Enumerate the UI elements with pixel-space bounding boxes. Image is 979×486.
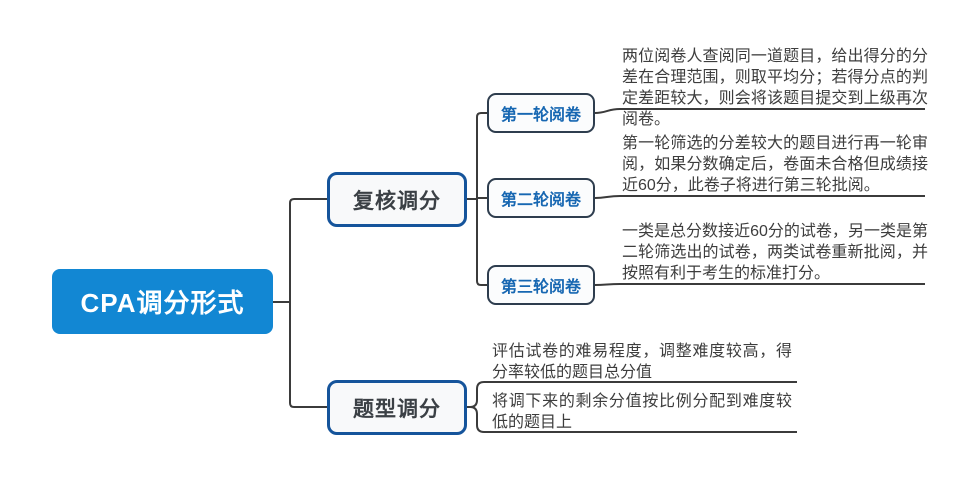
child-node-round3[interactable]: 第三轮阅卷 (487, 265, 595, 305)
note-qtype-description-1[interactable]: 评估试卷的难易程度，调整难度较高，得分率较低的题目总分值 (492, 343, 792, 381)
root-node-cpa-score-adjust[interactable]: CPA调分形式 (52, 269, 273, 334)
note-round1-description[interactable]: 两位阅卷人查阅同一道题目，给出得分的分差在合理范围，则取平均分；若得分点的判定差… (622, 48, 928, 128)
note-qtype-description-2[interactable]: 将调下来的剩余分值按比例分配到难度较低的题目上 (492, 393, 792, 431)
child-node-round2[interactable]: 第二轮阅卷 (487, 178, 595, 218)
connector-note2-underline (594, 195, 925, 199)
connector-review-bracket (476, 112, 487, 286)
connector-note3-underline (594, 283, 925, 286)
branch-node-review-adjust[interactable]: 复核调分 (327, 172, 467, 227)
note-round2-description[interactable]: 第一轮筛选的分差较大的题目进行再一轮审阅，如果分数确定后，卷面未合格但成绩接近6… (622, 135, 928, 194)
connector-root-bracket (289, 198, 327, 408)
branch-node-question-type-adjust[interactable]: 题型调分 (327, 380, 467, 435)
note-round3-description[interactable]: 一类是总分数接近60分的试卷，另一类是第二轮筛选出的试卷，两类试卷重新批阅，并按… (622, 223, 928, 282)
child-node-round1[interactable]: 第一轮阅卷 (487, 93, 595, 133)
